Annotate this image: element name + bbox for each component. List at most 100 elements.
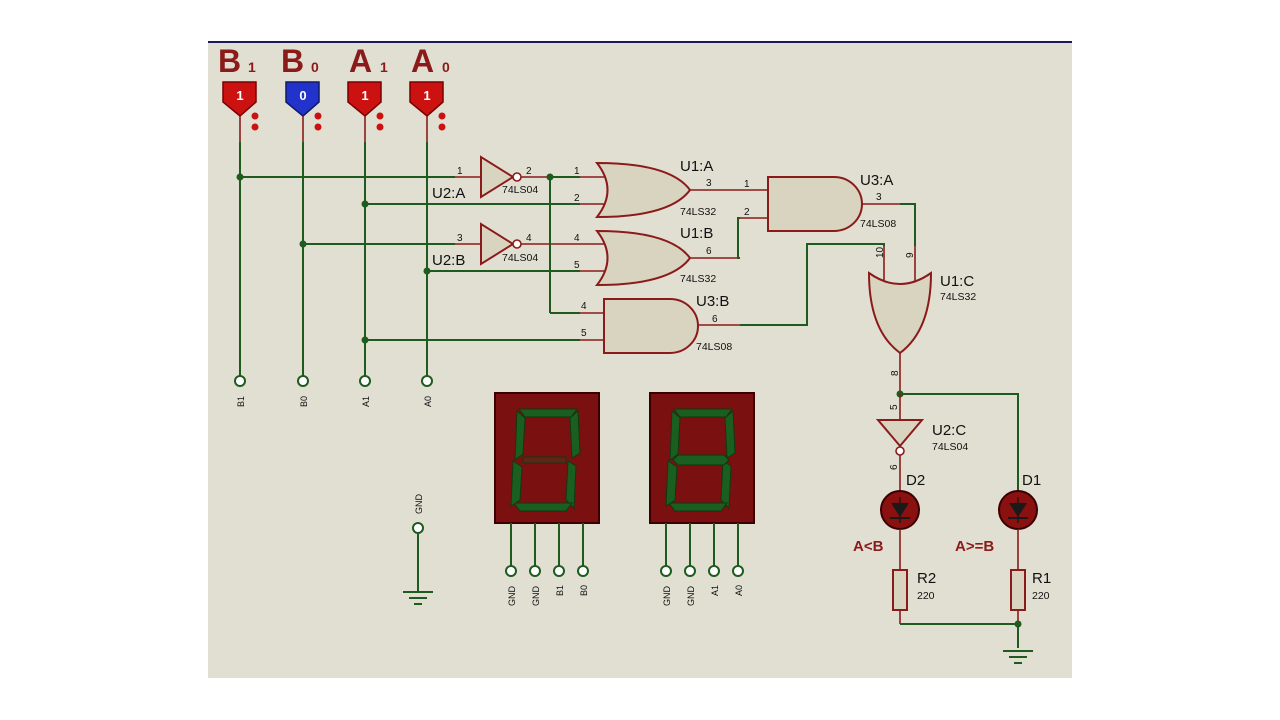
gate-u2c-inverter[interactable] <box>875 394 925 490</box>
digit-0-segments <box>510 408 581 512</box>
r1-ref: R1 <box>1032 570 1051 587</box>
u1c-pin-in2: 9 <box>905 252 916 258</box>
seven-segment-display-b[interactable] <box>494 392 600 524</box>
junction-dot <box>236 173 244 181</box>
u2c-part: 74LS04 <box>932 441 968 453</box>
schematic-sheet <box>208 42 1072 678</box>
logic-state-probe-icon[interactable] <box>222 81 257 117</box>
gate-u1c-or[interactable] <box>867 246 933 394</box>
junction-dot <box>361 336 369 344</box>
u2c-ref: U2:C <box>932 422 966 439</box>
display-pin-label: GND <box>531 586 541 607</box>
junction-dot <box>361 200 369 208</box>
u2b-ref: U2:B <box>432 252 465 269</box>
digit-8-segments <box>665 408 736 512</box>
display-terminal[interactable] <box>577 565 589 577</box>
display-terminal[interactable] <box>684 565 696 577</box>
terminal-a1[interactable] <box>359 375 371 387</box>
not-gate-icon <box>480 222 515 266</box>
u2c-pin-out: 6 <box>889 464 900 470</box>
u3a-pin-out: 3 <box>876 192 882 203</box>
logic-state-probe-icon[interactable] <box>347 81 382 117</box>
wire-u3b-to-u1c <box>740 243 885 326</box>
gate-u2a-inverter[interactable] <box>455 155 550 199</box>
gate-u1b-or[interactable] <box>580 229 740 287</box>
d1-ref: D1 <box>1022 472 1041 489</box>
terminal-a0[interactable] <box>421 375 433 387</box>
r2-value: 220 <box>917 590 935 602</box>
u1a-part: 74LS32 <box>680 206 716 218</box>
input-b0-letter: B <box>281 43 304 79</box>
u3a-pin-in2: 2 <box>744 207 750 218</box>
display-terminal[interactable] <box>505 565 517 577</box>
input-a0-index: 0 <box>442 59 450 75</box>
display-terminal[interactable] <box>529 565 541 577</box>
u2b-part: 74LS04 <box>502 252 538 264</box>
display-terminal[interactable] <box>660 565 672 577</box>
logic-input-b0[interactable]: B 0 0 <box>281 43 322 131</box>
input-b0-state: 0 <box>299 88 306 103</box>
u2c-pin-in: 5 <box>889 404 900 410</box>
u1b-pin-in1: 4 <box>574 233 580 244</box>
input-b1-letter: B <box>218 43 241 79</box>
u3b-pin-in1: 4 <box>581 301 587 312</box>
gate-u3a-and[interactable] <box>740 176 900 232</box>
display-terminal[interactable] <box>553 565 565 577</box>
d2-label: A<B <box>853 538 884 555</box>
display-pin-label: B1 <box>555 585 565 596</box>
display-pin-label: GND <box>662 586 672 607</box>
input-b0-index: 0 <box>311 59 319 75</box>
or-gate-icon <box>594 161 692 219</box>
resistor-r1[interactable] <box>1010 569 1026 624</box>
gate-u1a-or[interactable] <box>580 161 740 219</box>
u3b-pin-in2: 5 <box>581 328 587 339</box>
logic-input-a1[interactable]: A 1 1 <box>347 43 388 131</box>
input-b1-index: 1 <box>248 59 256 75</box>
logic-input-b1[interactable]: B 1 1 <box>218 43 259 131</box>
wire-u3a-to-u1c <box>900 203 916 246</box>
u2a-pin-in: 1 <box>457 166 463 177</box>
input-a1-index: 1 <box>380 59 388 75</box>
u1c-pin-out: 8 <box>890 370 901 376</box>
terminal-a1-label: A1 <box>361 396 371 407</box>
terminal-b1[interactable] <box>234 375 246 387</box>
u3b-pin-out: 6 <box>712 314 718 325</box>
display-terminal[interactable] <box>732 565 744 577</box>
led-d1[interactable] <box>998 490 1038 530</box>
u1b-part: 74LS32 <box>680 273 716 285</box>
resistor-icon <box>1010 569 1026 611</box>
u1b-ref: U1:B <box>680 225 713 242</box>
d2-ref: D2 <box>906 472 925 489</box>
logic-state-probe-icon[interactable] <box>285 81 320 117</box>
display-pin-label: B0 <box>579 585 589 596</box>
display-terminal[interactable] <box>708 565 720 577</box>
ground-symbol-icon <box>403 591 433 605</box>
gnd-terminal[interactable] <box>412 522 424 534</box>
junction-dot <box>546 173 554 181</box>
r2-ref: R2 <box>917 570 936 587</box>
terminal-b1-label: B1 <box>236 396 246 407</box>
u3b-ref: U3:B <box>696 293 729 310</box>
u3a-pin-in1: 1 <box>744 179 750 190</box>
logic-state-probe-icon[interactable] <box>409 81 444 117</box>
input-a1-state: 1 <box>361 88 368 103</box>
display-pin-label: GND <box>686 586 696 607</box>
not-gate-icon <box>480 155 515 199</box>
ground-symbol-icon <box>1003 650 1033 664</box>
gate-u3b-and[interactable] <box>580 298 740 354</box>
led-d2[interactable] <box>880 490 920 530</box>
u1c-pin-in1: 10 <box>875 246 886 258</box>
terminal-b0[interactable] <box>297 375 309 387</box>
input-a0-state: 1 <box>423 88 430 103</box>
resistor-r2[interactable] <box>892 569 908 624</box>
or-gate-icon <box>594 229 692 287</box>
seven-segment-display-a[interactable] <box>649 392 755 524</box>
display-pin-label: GND <box>507 586 517 607</box>
junction-dot <box>423 267 431 275</box>
logic-input-a0[interactable]: A 0 1 <box>409 43 450 131</box>
u2a-part: 74LS04 <box>502 184 538 196</box>
gate-u2b-inverter[interactable] <box>455 222 580 266</box>
u1a-pin-out: 3 <box>706 178 712 189</box>
r1-value: 220 <box>1032 590 1050 602</box>
u2a-ref: U2:A <box>432 185 465 202</box>
